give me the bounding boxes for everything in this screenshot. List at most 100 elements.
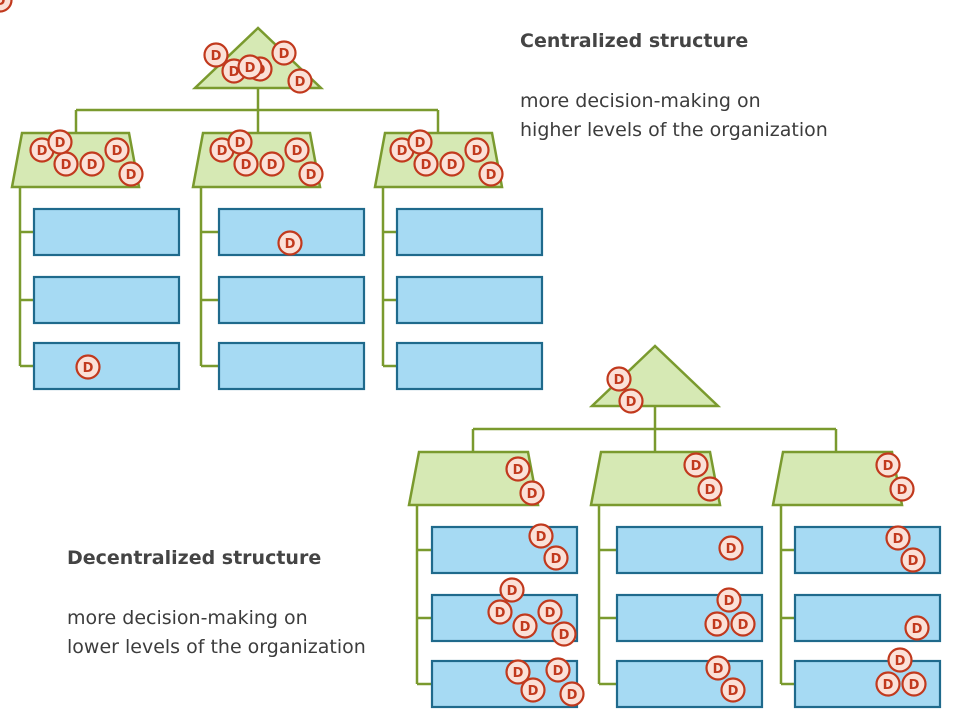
centralized-department-decision: D bbox=[464, 137, 490, 163]
decision-circle bbox=[284, 137, 310, 163]
decision-circle bbox=[75, 354, 101, 380]
decentralized-unit-decision: D bbox=[704, 611, 730, 637]
centralized-top-decision: D bbox=[287, 68, 313, 94]
decision-letter: D bbox=[893, 532, 904, 547]
centralized-top-decision: D bbox=[237, 54, 263, 80]
decentralized-description: more decision-making on lower levels of … bbox=[67, 604, 366, 662]
decision-letter: D bbox=[507, 584, 518, 599]
decentralized-department-decision: D bbox=[697, 476, 723, 502]
decision-circle bbox=[505, 456, 531, 482]
decision-circle bbox=[559, 681, 585, 707]
decision-letter: D bbox=[712, 618, 723, 633]
decision-circle bbox=[704, 611, 730, 637]
decision-letter: D bbox=[397, 144, 408, 159]
centralized-top-decision: D bbox=[203, 42, 229, 68]
centralized-department-decision: D bbox=[53, 151, 79, 177]
centralized-description-line-2: higher levels of the organization bbox=[520, 119, 828, 141]
centralized-unit-box bbox=[395, 275, 544, 325]
decision-letter: D bbox=[292, 144, 303, 159]
decentralized-unit-decision: D bbox=[705, 655, 731, 681]
decentralized-unit-decision: D bbox=[720, 677, 746, 703]
decision-circle bbox=[618, 388, 644, 414]
decentralized-unit-decision: D bbox=[551, 621, 577, 647]
decision-circle bbox=[528, 523, 554, 549]
decentralized-description-line-1: more decision-making on bbox=[67, 607, 308, 629]
decentralized-unit-decision: D bbox=[901, 671, 927, 697]
decentralized-unit-decision: D bbox=[559, 681, 585, 707]
decision-circle bbox=[487, 599, 513, 625]
decision-circle bbox=[271, 40, 297, 66]
centralized-unit-box bbox=[32, 275, 181, 325]
decentralized-department-decision: D bbox=[683, 452, 709, 478]
decentralized-department-decision: D bbox=[875, 452, 901, 478]
decision-letter: D bbox=[897, 483, 908, 498]
decision-circle bbox=[79, 151, 105, 177]
decentralized-department-head-1 bbox=[407, 450, 540, 507]
decentralized-department-decision: D bbox=[505, 456, 531, 482]
decision-circle bbox=[875, 452, 901, 478]
decision-circle bbox=[718, 535, 744, 561]
decision-letter: D bbox=[0, 0, 6, 9]
decision-letter: D bbox=[724, 594, 735, 609]
decentralized-unit-decision: D bbox=[716, 587, 742, 613]
decision-letter: D bbox=[528, 684, 539, 699]
decision-circle bbox=[287, 68, 313, 94]
decentralized-unit-decision: D bbox=[537, 599, 563, 625]
centralized-department-decision: D bbox=[47, 129, 73, 155]
decision-circle bbox=[118, 161, 144, 187]
decision-letter: D bbox=[551, 552, 562, 567]
decision-letter: D bbox=[245, 61, 256, 76]
decentralized-unit-decision: D bbox=[730, 611, 756, 637]
decision-circle bbox=[0, 0, 13, 13]
decision-circle bbox=[478, 161, 504, 187]
decision-circle bbox=[697, 476, 723, 502]
centralized-unit-decision: D bbox=[75, 354, 101, 380]
decision-circle bbox=[104, 137, 130, 163]
centralized-unit-box bbox=[395, 207, 544, 257]
decision-letter: D bbox=[545, 606, 556, 621]
decision-circle bbox=[203, 42, 229, 68]
decision-letter: D bbox=[267, 158, 278, 173]
decision-letter: D bbox=[691, 459, 702, 474]
decision-letter: D bbox=[495, 606, 506, 621]
decentralized-description-line-2: lower levels of the organization bbox=[67, 636, 366, 658]
centralized-department-decision: D bbox=[284, 137, 310, 163]
decision-letter: D bbox=[112, 144, 123, 159]
decision-circle bbox=[512, 613, 538, 639]
decentralized-top-decision: D bbox=[618, 388, 644, 414]
centralized-unit-box bbox=[32, 341, 181, 391]
decision-letter: D bbox=[883, 678, 894, 693]
decentralized-department-decision: D bbox=[519, 480, 545, 506]
decision-circle bbox=[407, 129, 433, 155]
decentralized-unit-decision: D bbox=[505, 659, 531, 685]
decision-circle bbox=[543, 545, 569, 571]
decision-letter: D bbox=[415, 136, 426, 151]
decision-letter: D bbox=[61, 158, 72, 173]
decision-circle bbox=[47, 129, 73, 155]
decision-letter: D bbox=[211, 49, 222, 64]
decision-circle bbox=[900, 547, 926, 573]
decentralized-unit-decision: D bbox=[875, 671, 901, 697]
decision-circle bbox=[904, 615, 930, 641]
decision-letter: D bbox=[513, 666, 524, 681]
decision-circle bbox=[889, 476, 915, 502]
decision-circle bbox=[298, 161, 324, 187]
decentralized-unit-decision: D bbox=[904, 615, 930, 641]
decision-letter: D bbox=[895, 654, 906, 669]
decision-letter: D bbox=[726, 542, 737, 557]
centralized-unit-box bbox=[217, 341, 366, 391]
decision-letter: D bbox=[513, 463, 524, 478]
decentralized-unit-decision: D bbox=[499, 577, 525, 603]
decentralized-department-decision: D bbox=[889, 476, 915, 502]
centralized-department-decision: D bbox=[413, 151, 439, 177]
decentralized-top-decision: D bbox=[606, 366, 632, 392]
centralized-title: Centralized structure bbox=[520, 30, 749, 52]
decentralized-unit-decision: D bbox=[887, 647, 913, 673]
decision-circle bbox=[705, 655, 731, 681]
centralized-unit-decision: D bbox=[0, 0, 13, 13]
decision-letter: D bbox=[83, 361, 94, 376]
decision-letter: D bbox=[285, 237, 296, 252]
decision-letter: D bbox=[421, 158, 432, 173]
decentralized-unit-decision: D bbox=[545, 657, 571, 683]
